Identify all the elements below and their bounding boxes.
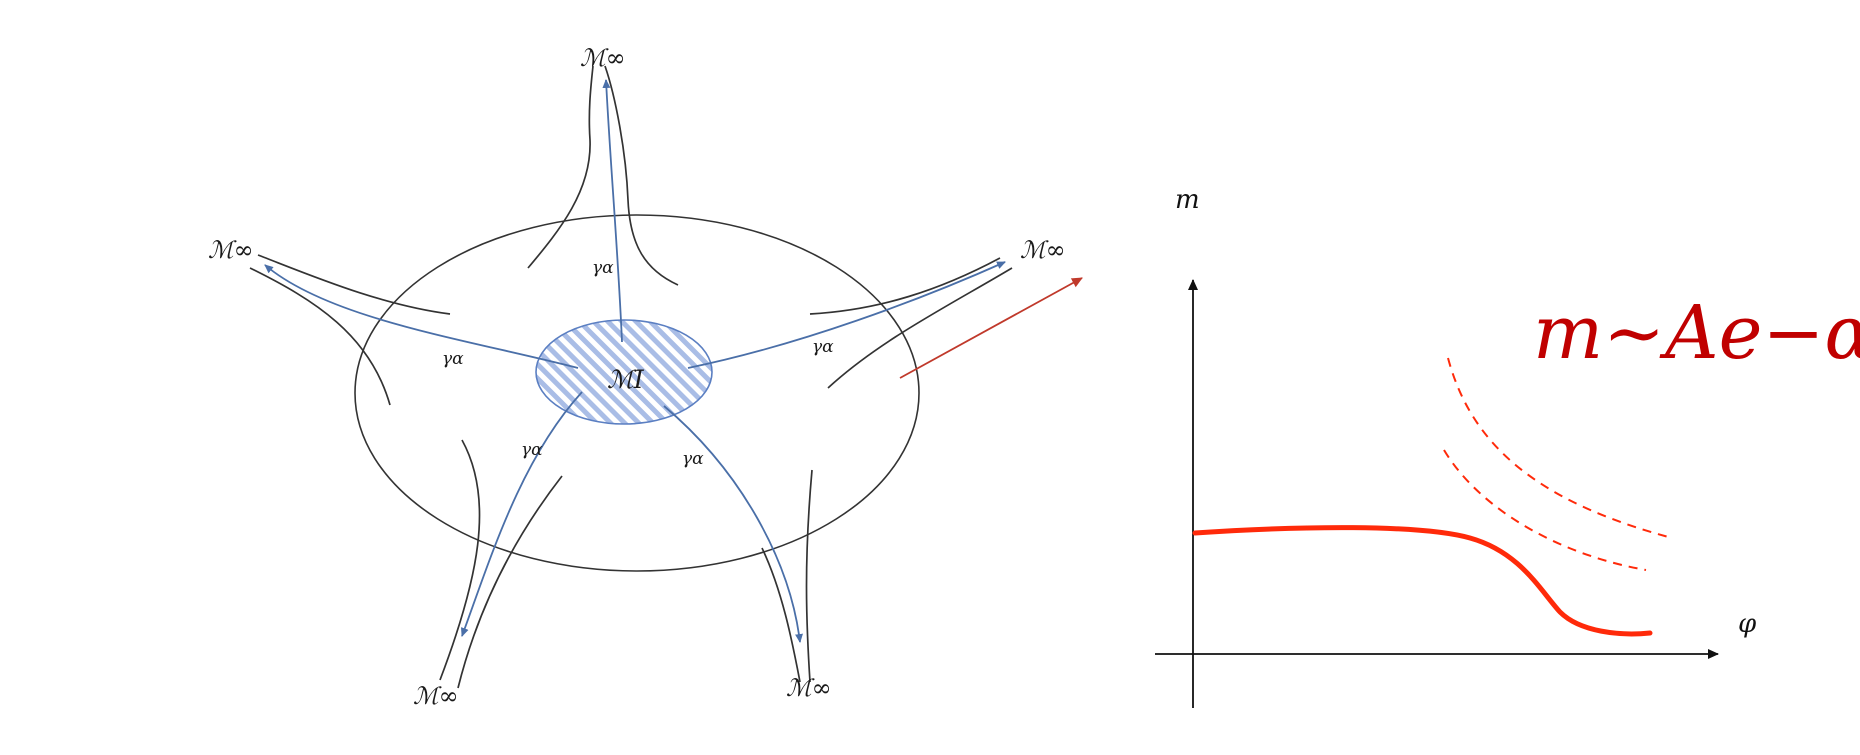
- geodesic-arrow-top: [602, 79, 623, 343]
- geodesic-label-top-left: γα: [442, 349, 464, 369]
- moduli-space-outline: [354, 214, 920, 572]
- dashed-curve-upper: [1447, 357, 1673, 539]
- geodesic-label-bottom-right: γα: [682, 449, 704, 469]
- pointer-arrow: [899, 277, 1083, 379]
- geodesic-arrow-top-right: [687, 261, 1006, 369]
- geodesic-arrow-bottom-right: [663, 405, 803, 643]
- spike-top-right: [809, 257, 1013, 389]
- interior-label: ℳI: [607, 365, 645, 394]
- end-label-bottom-right: ℳ∞: [786, 674, 832, 702]
- geodesic-label-top-right: γα: [812, 337, 834, 357]
- spike-top: [527, 65, 679, 286]
- spike-bottom-left: [439, 439, 563, 689]
- geodesic-label-top: γα: [592, 258, 614, 278]
- y-axis-label: m: [1175, 185, 1200, 215]
- interior-region: [535, 319, 713, 425]
- geodesic-arrow-top-left: [264, 264, 579, 369]
- end-label-top: ℳ∞: [580, 44, 626, 72]
- end-label-top-right: ℳ∞: [1020, 236, 1066, 264]
- mass-graph: m φ m~Ae−αφ: [1155, 185, 1860, 708]
- dashed-curve-lower: [1443, 449, 1647, 571]
- mass-curve: [1192, 525, 1653, 637]
- end-label-top-left: ℳ∞: [208, 236, 254, 264]
- end-label-bottom-left: ℳ∞: [413, 682, 459, 710]
- geodesic-arrow-bottom-left: [461, 391, 583, 637]
- spike-top-left: [249, 254, 451, 406]
- spike-bottom-right: [761, 469, 813, 683]
- moduli-space-diagram: ℳ∞ ℳ∞ ℳ∞ ℳ∞ ℳ∞ ℳI γα γα γα γα γα: [208, 44, 1083, 710]
- x-axis-label: φ: [1738, 609, 1757, 639]
- geodesic-label-bottom-left: γα: [521, 440, 543, 460]
- geodesic-arrows: [264, 79, 1006, 643]
- mass-formula: m~Ae−αφ: [1533, 290, 1860, 376]
